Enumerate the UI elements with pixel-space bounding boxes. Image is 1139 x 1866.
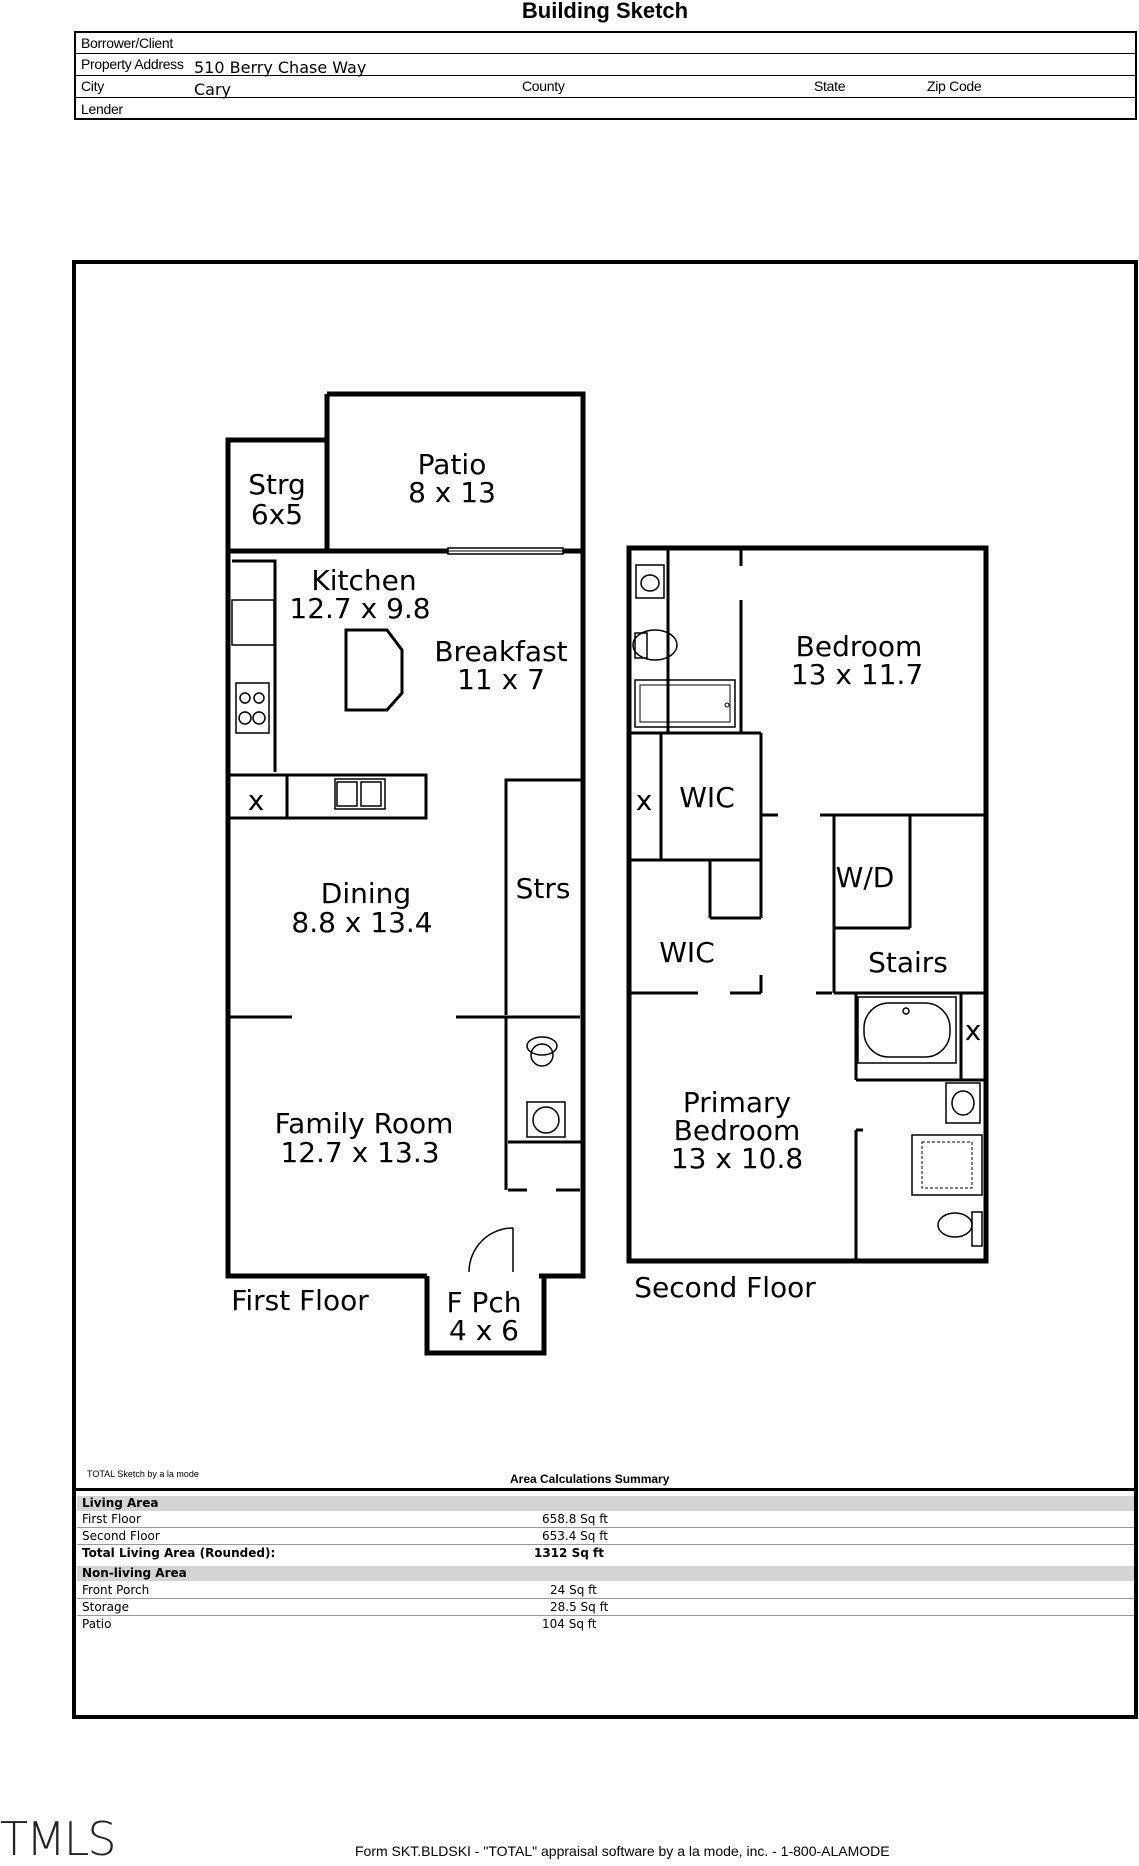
calc-title: Area Calculations Summary [510, 1472, 670, 1486]
living-header-band [77, 1496, 1134, 1511]
room-label-kitchen: Kitchen [311, 564, 416, 597]
form-footer: Form SKT.BLDSKI - "TOTAL" appraisal soft… [355, 1843, 890, 1859]
room-label-primary-bedroom-1: Primary [683, 1086, 791, 1119]
first-floor-interior [230, 547, 583, 1273]
closet-mark: x [248, 784, 265, 817]
room-dims-breakfast: 11 x 7 [457, 663, 545, 696]
total-living-label: Total Living Area (Rounded): [82, 1546, 276, 1560]
calc-row-value: 104 Sq ft [542, 1617, 597, 1631]
second-floor-walls [626, 545, 989, 1264]
living-area-header: Living Area [82, 1496, 159, 1510]
room-dims-primary-bedroom: 13 x 10.8 [671, 1142, 803, 1175]
room-dims-family-room: 12.7 x 13.3 [280, 1136, 439, 1169]
room-label-patio: Patio [418, 448, 487, 481]
room-label-breakfast: Breakfast [434, 635, 567, 668]
total-living-value: 1312 Sq ft [534, 1546, 604, 1560]
calc-row-value: 24 Sq ft [550, 1583, 597, 1597]
row-separator [77, 1544, 1134, 1545]
room-label-wd: W/D [836, 861, 895, 894]
calc-row-value: 658.8 Sq ft [542, 1512, 608, 1526]
room-label-strs: Strs [516, 872, 571, 905]
calc-row-value: 653.4 Sq ft [542, 1529, 608, 1543]
address-value: 510 Berry Chase Way [194, 58, 367, 77]
zip-label: Zip Code [927, 78, 982, 94]
borrower-label: Borrower/Client [81, 35, 173, 51]
calc-row-label: Patio [82, 1617, 112, 1631]
room-label-primary-bedroom-2: Bedroom [674, 1114, 801, 1147]
first-floor-label: First Floor [231, 1284, 369, 1317]
room-label-family-room: Family Room [275, 1107, 454, 1140]
room-label-strg: Strg [248, 468, 306, 501]
calc-row-label: Storage [82, 1600, 129, 1614]
second-floor-interior [631, 548, 984, 1261]
room-label-wic-upper: WIC [679, 781, 735, 814]
county-label: County [522, 78, 565, 94]
city-value: Cary [194, 80, 232, 99]
calc-row-label: Front Porch [82, 1583, 150, 1597]
second-floor-label: Second Floor [634, 1271, 816, 1304]
room-label-bedroom: Bedroom [796, 630, 923, 663]
nonliving-area-header: Non-living Area [82, 1566, 187, 1580]
city-label: City [81, 78, 104, 94]
closet-mark: x [636, 784, 653, 817]
room-label-dining: Dining [321, 877, 411, 910]
closet-mark: x [965, 1014, 982, 1047]
property-info-box: Borrower/Client Property Address 510 Ber… [74, 31, 1137, 120]
nonliving-header-band [77, 1566, 1134, 1581]
room-label-wic-lower: WIC [659, 936, 715, 969]
room-dims-strg: 6x5 [251, 498, 303, 531]
calc-divider [76, 1488, 1134, 1492]
sketch-frame [72, 260, 1138, 1719]
room-dims-front-porch: 4 x 6 [449, 1314, 519, 1347]
address-label: Property Address [81, 56, 184, 72]
sketch-credit: TOTAL Sketch by a la mode [87, 1469, 199, 1479]
calc-row-label: Second Floor [82, 1529, 160, 1543]
lender-label: Lender [81, 101, 123, 117]
room-dims-dining: 8.8 x 13.4 [291, 906, 432, 939]
row-separator [77, 1598, 1134, 1599]
row-separator [77, 1615, 1134, 1616]
room-dims-patio: 8 x 13 [408, 476, 496, 509]
tmls-logo: TMLS [0, 1812, 117, 1866]
row-separator [77, 1527, 1134, 1528]
page-title: Building Sketch [521, 0, 689, 23]
state-label: State [814, 78, 846, 94]
room-label-stairs: Stairs [868, 946, 948, 979]
calc-row-value: 28.5 Sq ft [550, 1600, 609, 1614]
room-dims-kitchen: 12.7 x 9.8 [289, 592, 430, 625]
room-dims-bedroom: 13 x 11.7 [791, 658, 923, 691]
calc-row-label: First Floor [82, 1512, 141, 1526]
room-label-front-porch: F Pch [446, 1286, 521, 1319]
